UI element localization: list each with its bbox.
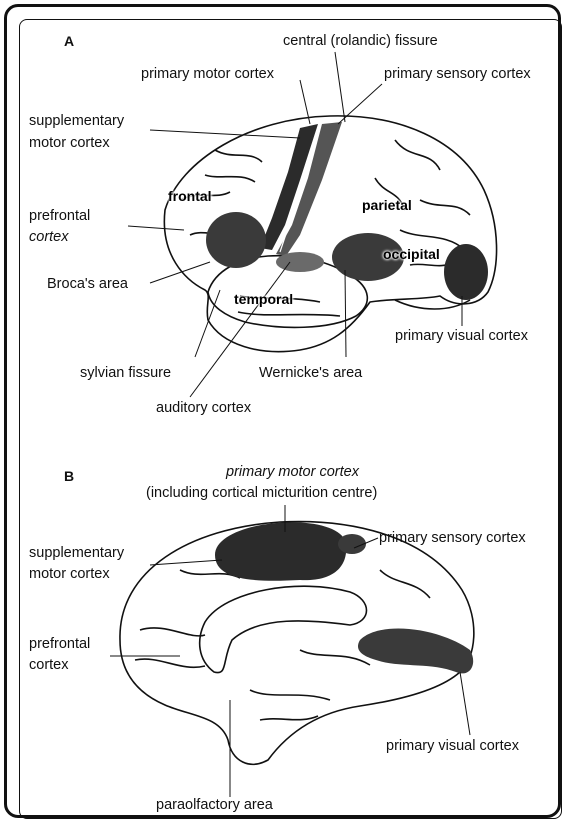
label-supplementary-motor-b-2: motor cortex <box>29 566 110 583</box>
label-supplementary-motor-b-1: supplementary <box>29 545 124 562</box>
label-prefrontal-a-1: prefrontal <box>29 208 90 225</box>
label-primary-sensory-cortex-a: primary sensory cortex <box>384 66 531 83</box>
cerebellum-outline <box>395 300 470 309</box>
region-occipital: occipital <box>383 246 440 262</box>
label-micturition-note: (including cortical micturition centre) <box>146 485 377 502</box>
label-sylvian-fissure: sylvian fissure <box>80 365 171 382</box>
visual-cortex-shape <box>444 244 488 300</box>
lateral-shaded-areas <box>206 212 488 300</box>
label-primary-visual-cortex-a: primary visual cortex <box>395 328 528 345</box>
motor-sensory-strips <box>260 122 342 256</box>
label-primary-motor-cortex-a: primary motor cortex <box>141 66 274 83</box>
label-brocas-area: Broca's area <box>47 276 128 293</box>
label-supplementary-motor-a-1: supplementary <box>29 113 124 130</box>
region-parietal: parietal <box>362 197 412 213</box>
corpus-callosum <box>200 586 367 672</box>
label-primary-visual-cortex-b: primary visual cortex <box>386 738 519 755</box>
medial-motor-area <box>215 522 346 581</box>
label-wernickes-area: Wernicke's area <box>259 365 362 382</box>
medial-visual-area <box>358 629 473 674</box>
label-primary-motor-cortex-b: primary motor cortex <box>226 464 359 481</box>
label-supplementary-motor-a-2: motor cortex <box>29 135 110 152</box>
region-frontal: frontal <box>168 188 212 204</box>
label-prefrontal-b-2: cortex <box>29 657 69 674</box>
label-auditory-cortex: auditory cortex <box>156 400 251 417</box>
label-central-fissure: central (rolandic) fissure <box>283 33 438 50</box>
label-primary-sensory-cortex-b: primary sensory cortex <box>379 530 526 547</box>
panel-a-letter: A <box>64 33 74 49</box>
auditory-cortex-shape <box>276 252 324 272</box>
label-prefrontal-b-1: prefrontal <box>29 636 90 653</box>
label-prefrontal-a-2: cortex <box>29 229 69 246</box>
panel-b-letter: B <box>64 468 74 484</box>
medial-sensory-area <box>338 534 366 554</box>
brocas-area-shape <box>206 212 266 268</box>
label-paraolfactory-area: paraolfactory area <box>156 797 273 814</box>
region-temporal: temporal <box>234 291 293 307</box>
